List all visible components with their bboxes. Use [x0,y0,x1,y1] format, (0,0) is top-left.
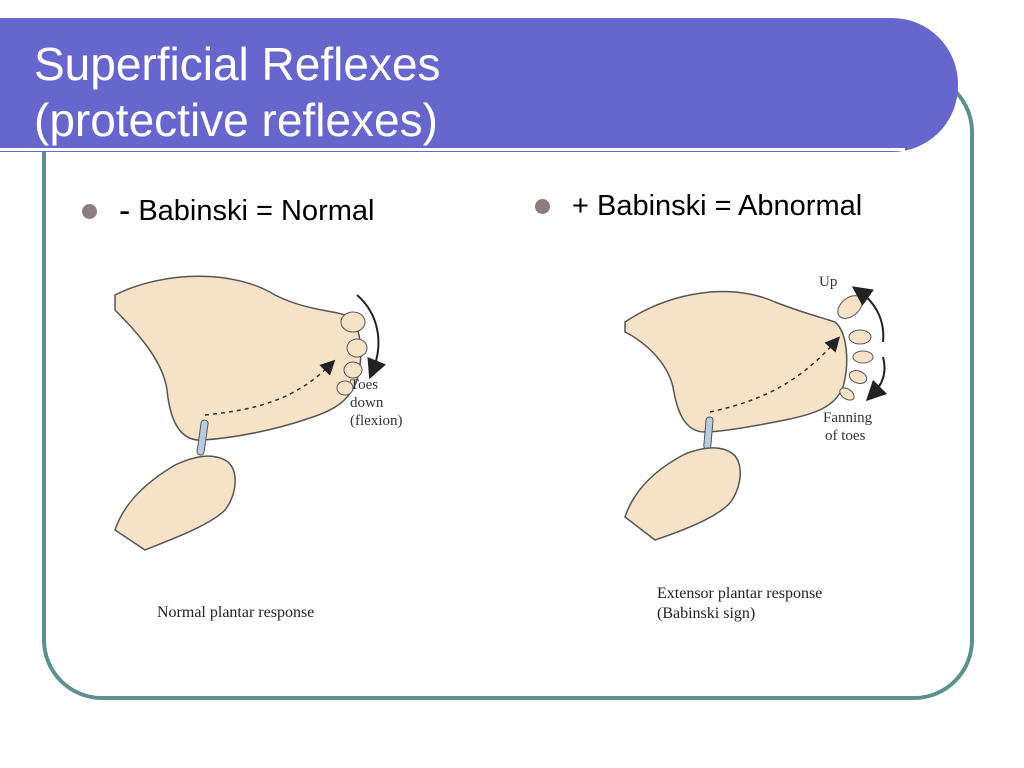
babinski-sign-illustration: Up Fanning of toes [624,274,888,541]
toes-up-arrow [851,286,885,343]
label-flexion: (flexion) [350,413,402,429]
title-underline [0,148,905,151]
toe [852,350,874,364]
probe [196,419,209,456]
bullet-normal-text: Babinski = Normal [138,195,375,227]
normal-plantar-illustration: Toes down (flexion) [114,275,402,551]
label-toes: Toes [350,377,378,393]
title-line-1: Superficial Reflexes [34,38,441,90]
caption-babinski: Extensor plantar response (Babinski sign… [657,584,822,624]
caption-normal: Normal plantar response [157,604,315,621]
caption-babinski-line-1: Extensor plantar response [657,585,823,602]
toe [837,295,863,319]
caption-babinski-line-2: (Babinski sign) [657,605,756,622]
foot-shape [624,290,848,433]
bullet-dot [82,204,97,219]
toe [346,338,368,358]
bullet-dot [535,199,550,214]
label-fanning: Fanning [823,410,873,426]
title-band: Superficial Reflexes (protective reflexe… [0,18,958,152]
toe [336,380,354,396]
title-line-2: (protective reflexes) [34,94,438,146]
hand-shape [624,447,741,541]
bullet-normal: - Babinski = Normal [82,192,374,231]
label-of-toes: of toes [825,428,866,444]
label-up: Up [819,274,837,290]
label-down: down [350,395,384,411]
bullet-abnormal: + Babinski = Abnormal [535,190,862,223]
hand-shape [114,455,236,551]
toes-down-arrow [356,294,386,380]
toe [848,370,868,384]
toe [839,387,855,401]
toe [343,361,363,379]
bullet-minus: - [119,192,131,230]
bullet-abnormal-text: + Babinski = Abnormal [572,190,863,222]
slide-title: Superficial Reflexes (protective reflexe… [34,36,441,148]
fanning-arrow [865,356,888,402]
stroke-path [204,359,336,416]
toe [340,311,366,333]
toe [848,329,872,345]
foot-shape [114,275,362,441]
